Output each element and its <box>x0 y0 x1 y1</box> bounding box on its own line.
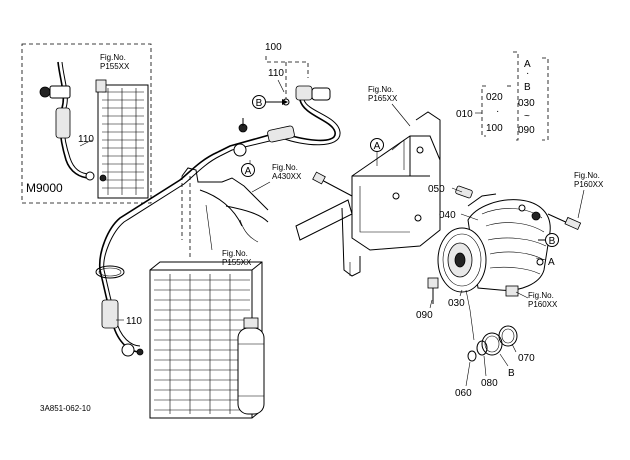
part-090: 090 <box>416 310 433 321</box>
part-100-range: 100 <box>486 123 503 134</box>
part-030-range: 030 <box>518 98 535 109</box>
inset-label: M9000 <box>26 181 63 195</box>
marker-A-compressor: A <box>548 257 555 268</box>
part-010: 010 <box>456 109 473 120</box>
ring-b <box>481 332 503 356</box>
inset-m9000: 110 Fig.No. P155XX M9000 <box>21 43 152 204</box>
part-050: 050 <box>428 184 445 195</box>
fig-ref-inset: P155XX <box>100 62 130 71</box>
fig-ref-frame: A430XX <box>272 172 302 181</box>
fig-ref-hose: P165XX <box>368 94 398 103</box>
fig-label-inset: Fig.No. <box>100 53 126 62</box>
part-100-top: 100 <box>265 42 282 53</box>
range-legend: 010 020 · 100 A · B 030 ~ 090 <box>456 51 549 141</box>
part-110-inset: 110 <box>78 134 94 145</box>
svg-text:A: A <box>374 141 381 152</box>
inset-hose <box>39 61 107 182</box>
range-dot-020: · <box>496 106 499 117</box>
fig-ref-compressor-top: P160XX <box>574 180 604 189</box>
part-110-top: 110 <box>268 68 284 79</box>
fig-ref-compressor-bottom: P160XX <box>528 300 558 309</box>
part-070: 070 <box>518 353 535 364</box>
marker-A-top: A <box>241 163 255 177</box>
frame-section: Fig.No. A430XX <box>98 151 302 271</box>
part-110-condenser: 110 <box>126 316 142 327</box>
range-tilde: ~ <box>524 111 530 122</box>
compressor-labels: 050 040 030 090 070 080 060 B A B Fig.No… <box>416 171 604 399</box>
receiver-drier <box>237 327 265 415</box>
fig-label-compressor-bottom: Fig.No. <box>528 291 554 300</box>
marker-A-range: A <box>524 59 531 70</box>
leader-110-inset <box>79 139 93 147</box>
ring-080 <box>476 340 488 356</box>
part-040: 040 <box>439 210 456 221</box>
marker-B-compressor: B <box>549 236 556 247</box>
part-030: 030 <box>448 298 465 309</box>
fig-ref-condenser: P155XX <box>222 258 252 267</box>
ring-060 <box>467 350 477 362</box>
compressor <box>427 185 582 362</box>
inset-border <box>21 43 152 204</box>
part-020: 020 <box>486 92 503 103</box>
marker-B-bottom: B <box>508 368 515 379</box>
condenser-main: Fig.No. P155XX 110 <box>95 249 265 419</box>
part-060: 060 <box>455 388 472 399</box>
inset-condenser <box>95 79 149 199</box>
fig-label-frame: Fig.No. <box>272 163 298 172</box>
marker-A-mid: A <box>370 138 384 166</box>
svg-text:B: B <box>256 98 263 109</box>
compressor-bracket: Fig.No. P165XX <box>295 85 441 277</box>
diagram-code: 3A851-062-10 <box>40 404 91 413</box>
top-hose-assembly: 100 110 <box>217 42 341 164</box>
marker-B-compressor-circle <box>545 233 559 247</box>
part-090-range: 090 <box>518 125 535 136</box>
range-dot-ab: · <box>526 68 529 79</box>
marker-B-range: B <box>524 82 531 93</box>
part-080: 080 <box>481 378 498 389</box>
svg-text:A: A <box>245 166 252 177</box>
fig-label-compressor-top: Fig.No. <box>574 171 600 180</box>
fig-label-hose: Fig.No. <box>368 85 394 94</box>
marker-B-top: B <box>252 95 288 109</box>
fig-label-condenser: Fig.No. <box>222 249 248 258</box>
